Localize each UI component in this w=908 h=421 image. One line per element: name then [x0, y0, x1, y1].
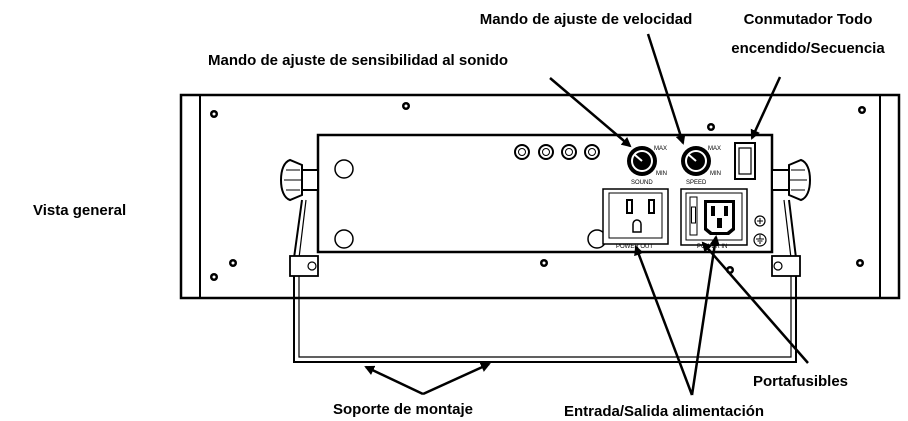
mount-bracket-label: Soporte de montaje: [333, 401, 473, 418]
mounting-bracket: [289, 199, 801, 363]
speed-min-text: MIN: [710, 171, 721, 177]
fuse-holder-label: Portafusibles: [753, 373, 848, 390]
sound-max-text: MAX: [654, 146, 667, 152]
speed-knob: [681, 146, 711, 176]
sound-min-text: MIN: [656, 171, 667, 177]
mode-switch: [734, 142, 756, 180]
speed-text: SPEED: [686, 180, 707, 186]
power-out-text: POWER OUT: [616, 244, 653, 250]
power-io-label: Entrada/Salida alimentación: [564, 403, 764, 420]
sensitivity-knob-label: Mando de ajuste de sensibilidad al sonid…: [208, 52, 508, 69]
switch-label-line1: Conmutador Todo: [744, 11, 873, 28]
power-out-outlet: [602, 188, 669, 245]
power-in-text: POWER IN: [697, 244, 727, 250]
connector-jacks: [514, 144, 600, 160]
chassis-screws: [210, 102, 866, 281]
sound-knob: [627, 146, 657, 176]
overview-label: Vista general: [33, 202, 126, 219]
left-bracket-knob: [279, 158, 319, 202]
speed-max-text: MAX: [708, 146, 721, 152]
callout-arrows: [364, 33, 809, 396]
ground-symbol-icon: [753, 215, 767, 247]
power-in-socket: [680, 188, 748, 246]
sound-text: SOUND: [631, 180, 653, 186]
switch-label-line2: encendido/Secuencia: [731, 40, 885, 57]
right-bracket-knob: [771, 158, 812, 202]
speed-knob-label: Mando de ajuste de velocidad: [480, 11, 693, 28]
